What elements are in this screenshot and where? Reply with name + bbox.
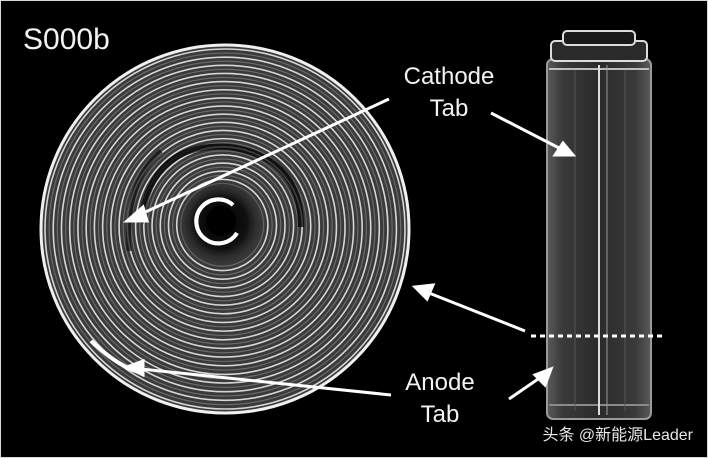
winding-ring	[68, 72, 381, 384]
winding-ring	[151, 154, 295, 298]
winding-ring	[56, 60, 393, 397]
sample-id-label: S000b	[23, 23, 110, 56]
winding-ring	[44, 48, 406, 410]
cylindrical-cell-side-view	[531, 30, 665, 420]
cathode-arrow-to-cell	[490, 111, 562, 151]
cell-terminal	[562, 30, 636, 46]
anode-label-line1: Anode	[405, 369, 475, 396]
winding-ring	[48, 52, 402, 406]
outer-can-ring	[39, 43, 411, 415]
anode-label-line2: Tab	[420, 401, 460, 428]
cathode-arrowhead-roll	[123, 204, 149, 223]
winding-ring	[77, 80, 372, 376]
winding-ring	[89, 93, 359, 363]
anode-arrowhead-cell	[532, 366, 554, 388]
winding-ring	[106, 109, 342, 345]
winding-ring	[122, 125, 325, 328]
cathode-arrow-to-roll	[138, 97, 390, 217]
winding-ring	[163, 166, 282, 285]
cathode-tab-label: Cathode Tab	[391, 61, 507, 125]
winding-ring	[97, 101, 350, 354]
mandrel-hole	[206, 206, 236, 236]
anode-tab-label: Anode Tab	[395, 367, 485, 431]
anode-arrowhead-roll	[123, 358, 145, 378]
section-arrowhead	[411, 283, 436, 302]
anode-arrow-to-roll	[140, 367, 392, 397]
winding-ring	[130, 133, 316, 319]
winding-ring	[101, 105, 346, 350]
section-arrow	[428, 291, 526, 333]
cathode-tab-shadow	[138, 143, 304, 228]
cathode-label-line1: Cathode	[403, 63, 495, 90]
winding-ring	[167, 170, 278, 281]
watermark: 头条 @新能源Leader	[542, 427, 693, 444]
anode-arrow-to-cell	[508, 375, 542, 401]
winding-ring	[147, 150, 299, 302]
winding-ring	[155, 158, 290, 293]
winding-ring	[110, 113, 338, 341]
annotation-arrows	[123, 97, 577, 401]
cathode-label-line2: Tab	[429, 95, 469, 122]
winding-ring	[64, 68, 385, 388]
winding-rings	[44, 48, 406, 410]
winding-ring	[81, 85, 368, 371]
winding-ring	[52, 56, 398, 402]
tab-shadow-2	[126, 149, 163, 252]
cathode-arrowhead-cell	[552, 140, 577, 157]
winding-ring	[134, 137, 312, 315]
winding-ring	[60, 64, 389, 393]
winding-ring	[114, 117, 333, 337]
jelly-roll-cross-section	[39, 43, 411, 415]
winding-ring	[118, 121, 329, 332]
winding-ring	[159, 162, 286, 289]
winding-ring	[93, 97, 355, 358]
winding-ring	[139, 142, 308, 311]
winding-ring	[85, 88, 363, 367]
